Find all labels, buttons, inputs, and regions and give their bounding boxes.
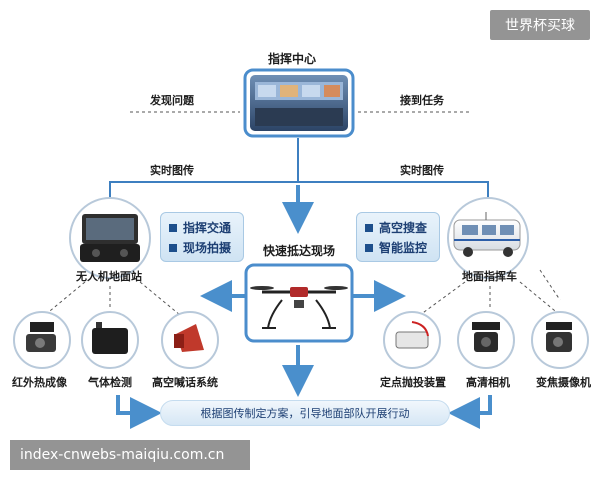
watermark-top: 世界杯买球: [490, 10, 590, 40]
bullet-square-icon: [365, 224, 373, 232]
realtime-link-left: [109, 138, 299, 200]
bullet-square-icon: [169, 244, 177, 252]
right-task-1: 高空搜查: [365, 218, 431, 238]
drop-device-image: [383, 311, 441, 369]
hd-camera-image: [457, 311, 515, 369]
dashed-device-links: [44, 269, 561, 316]
zoom-camera-label: 变焦摄像机: [536, 376, 591, 389]
left-task-box: 指挥交通 现场拍摄: [160, 212, 244, 262]
ground-station-image: [69, 197, 151, 279]
realtime-link-right: [298, 181, 489, 200]
right-task-box: 高空搜查 智能监控: [356, 212, 440, 262]
arrow-footer-left: [116, 395, 162, 429]
command-vehicle-label: 地面指挥车: [462, 270, 517, 283]
left-task-1: 指挥交通: [169, 218, 235, 238]
hd-camera-label: 高清相机: [466, 376, 510, 389]
thermal-imager-label: 红外热成像: [12, 376, 67, 389]
left-task-2: 现场拍摄: [169, 238, 235, 258]
bullet-square-icon: [169, 224, 177, 232]
loudspeaker-label: 高空喊话系统: [152, 376, 218, 389]
gas-detection-label: 气体检测: [88, 376, 132, 389]
zoom-camera-image: [531, 311, 589, 369]
loudspeaker-image: [161, 311, 219, 369]
rapid-arrival-label: 快速抵达现场: [263, 244, 336, 258]
realtime-left-label: 实时图传: [150, 164, 194, 177]
right-task-2: 智能监控: [365, 238, 431, 258]
action-footer: 根据图传制定方案，引导地面部队开展行动: [160, 400, 450, 426]
command-center-label: 指挥中心: [268, 52, 317, 66]
command-vehicle-image: [447, 197, 529, 279]
drop-device-label: 定点抛投装置: [380, 376, 446, 389]
command-center-image: [243, 68, 355, 138]
receive-task-label: 接到任务: [400, 94, 444, 107]
gas-detector-image: [81, 311, 139, 369]
drone-image: [244, 263, 354, 343]
watermark-bottom: index-cnwebs-maiqiu.com.cn: [10, 440, 250, 470]
thermal-imager-image: [13, 311, 71, 369]
ground-station-label: 无人机地面站: [76, 270, 142, 283]
bullet-square-icon: [365, 244, 373, 252]
arrow-footer-right: [448, 395, 492, 429]
realtime-right-label: 实时图传: [400, 164, 444, 177]
discover-problem-label: 发现问题: [150, 94, 194, 107]
